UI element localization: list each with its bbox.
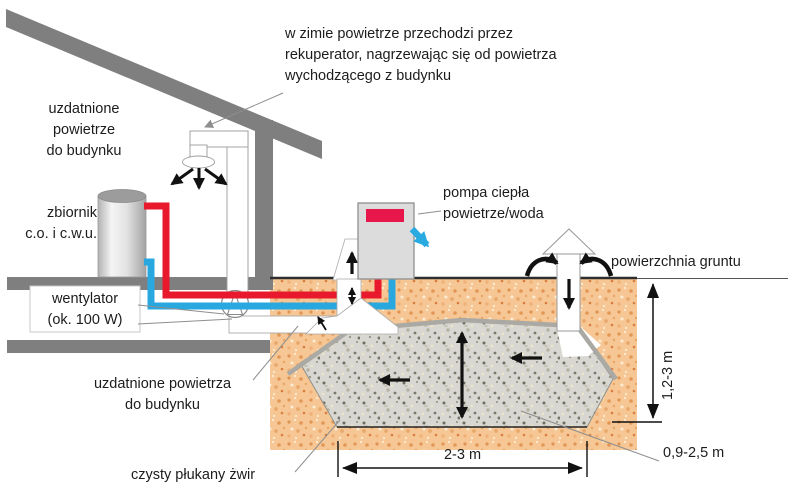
cold-air-out-arrow [409, 226, 430, 248]
heat-pump-leader [417, 210, 442, 215]
fan-label: wentylator (ok. 100 W) [30, 289, 140, 331]
winter-note: w zimie powietrze przechodzi przez rekup… [285, 24, 557, 87]
ground-surface-label: powierzchnia gruntu [611, 254, 741, 270]
roof-beam [6, 9, 322, 159]
intake-air-arrows [524, 252, 614, 310]
diffuser-air-arrows [170, 167, 228, 190]
tank-label-line2: c.o. i c.w.u. [25, 226, 97, 242]
supply-air-roof-line1: uzdatnione [48, 101, 120, 117]
indoor-air-duct [182, 130, 249, 300]
winter-note-line1: w zimie powietrze przechodzi przez [285, 26, 514, 42]
heat-pump-label: pompa ciepła powietrze/woda [443, 183, 544, 225]
dimension-depth-arrow [612, 283, 662, 423]
fan-label-line2: (ok. 100 W) [47, 312, 123, 328]
fan-leader-2 [137, 318, 233, 325]
tank-label-line1: zbiornik [47, 205, 97, 221]
gravel-leader [294, 419, 341, 473]
fan-label-line1: wentylator [51, 291, 119, 307]
house-wall [255, 120, 273, 290]
supply-air-roof-line2: powietrze [52, 122, 116, 138]
heat-pump-panel [366, 209, 404, 222]
supply-air-duct-line1: uzdatnione powietrza [93, 376, 232, 392]
intake-cap [541, 228, 597, 255]
winter-note-leader [204, 92, 284, 128]
fan-label-box [29, 285, 141, 333]
supply-air-roof-line3: do budynku [46, 143, 122, 159]
leader-lines [137, 92, 660, 473]
geotextile-liner [286, 317, 618, 381]
channel-airflow-arrows [317, 251, 358, 331]
bed-airflow-arrows [378, 331, 542, 419]
heat-pump-unit [357, 202, 415, 280]
dimension-bed-height-label: 0,9-2,5 m [663, 445, 725, 461]
bed-height-leader [520, 410, 660, 462]
gravel-label: czysty płukany żwir [131, 467, 256, 483]
supply-air-duct-line2: do budynku [125, 397, 200, 413]
basement-slab [7, 340, 270, 353]
dimension-depth-label: 1,2-3 m [660, 350, 676, 400]
hot-pipe [144, 202, 382, 299]
heat-pump-label-line1: pompa ciepła [443, 185, 530, 201]
winter-note-line2: rekuperator, nagrzewając się od powietrz… [285, 47, 557, 63]
intake-outlet-cavity [557, 329, 601, 357]
hot-water-tank [97, 189, 147, 278]
fan-leader-1 [137, 304, 225, 315]
dimension-width-arrow [337, 441, 588, 477]
supply-air-roof-label: uzdatnione powietrze do budynku [25, 99, 143, 162]
heat-pump-label-line2: powietrze/woda [443, 206, 544, 222]
ceiling-diffuser [182, 155, 215, 169]
supply-duct-leader [252, 325, 299, 381]
tank-label: zbiornik c.o. i c.w.u. [0, 203, 97, 245]
dimension-width-label: 2-3 m [443, 447, 482, 463]
supply-air-duct-label: uzdatnione powietrza do budynku [70, 374, 255, 416]
winter-note-line3: wychodzącego z budynku [285, 68, 452, 84]
